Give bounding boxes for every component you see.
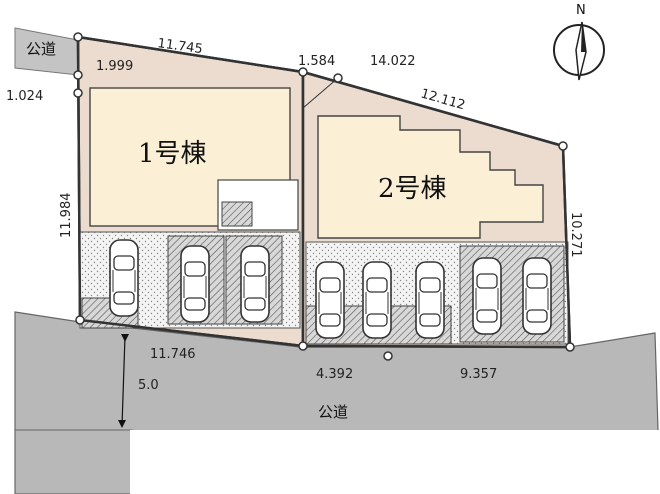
top-road-label: 公道 (26, 40, 56, 58)
dim-top-lot2-b: 14.022 (370, 54, 416, 69)
car-icon (472, 257, 502, 335)
road-width-line (121, 335, 126, 427)
building-2 (317, 115, 544, 239)
building-2-label: 2号棟 (378, 174, 447, 204)
car-icon (240, 245, 270, 323)
dim-corner-short-1: 1.999 (96, 59, 133, 74)
compass-icon (553, 21, 605, 81)
arrowhead-icon (121, 334, 129, 342)
building-1-label: 1号棟 (138, 139, 207, 169)
survey-points (73, 32, 575, 361)
car-icon (362, 261, 392, 339)
bottom-road-label: 公道 (318, 403, 348, 421)
dim-top-lot1: 11.745 (156, 36, 203, 57)
dim-left-side: 11.984 (59, 193, 74, 239)
north-label: N (576, 3, 586, 18)
car-icon (109, 239, 139, 317)
dim-bottom-lot2-a: 4.392 (316, 367, 353, 382)
arrowhead-icon (118, 420, 126, 428)
dim-corner-short-2: 1.024 (6, 89, 43, 104)
building-1-planter (221, 201, 253, 227)
car-icon (522, 257, 552, 335)
leader-line (302, 77, 339, 109)
car-icon (315, 261, 345, 339)
dim-bottom-lot2-b: 9.357 (460, 367, 497, 382)
road-outer-area (130, 430, 660, 494)
dim-top-lot2-a: 1.584 (298, 54, 335, 69)
dim-right-side: 10.271 (568, 212, 583, 258)
car-icon (180, 245, 210, 323)
road-width-value: 5.0 (138, 378, 159, 393)
dim-bottom-lot1: 11.746 (150, 347, 196, 362)
car-icon (415, 261, 445, 339)
